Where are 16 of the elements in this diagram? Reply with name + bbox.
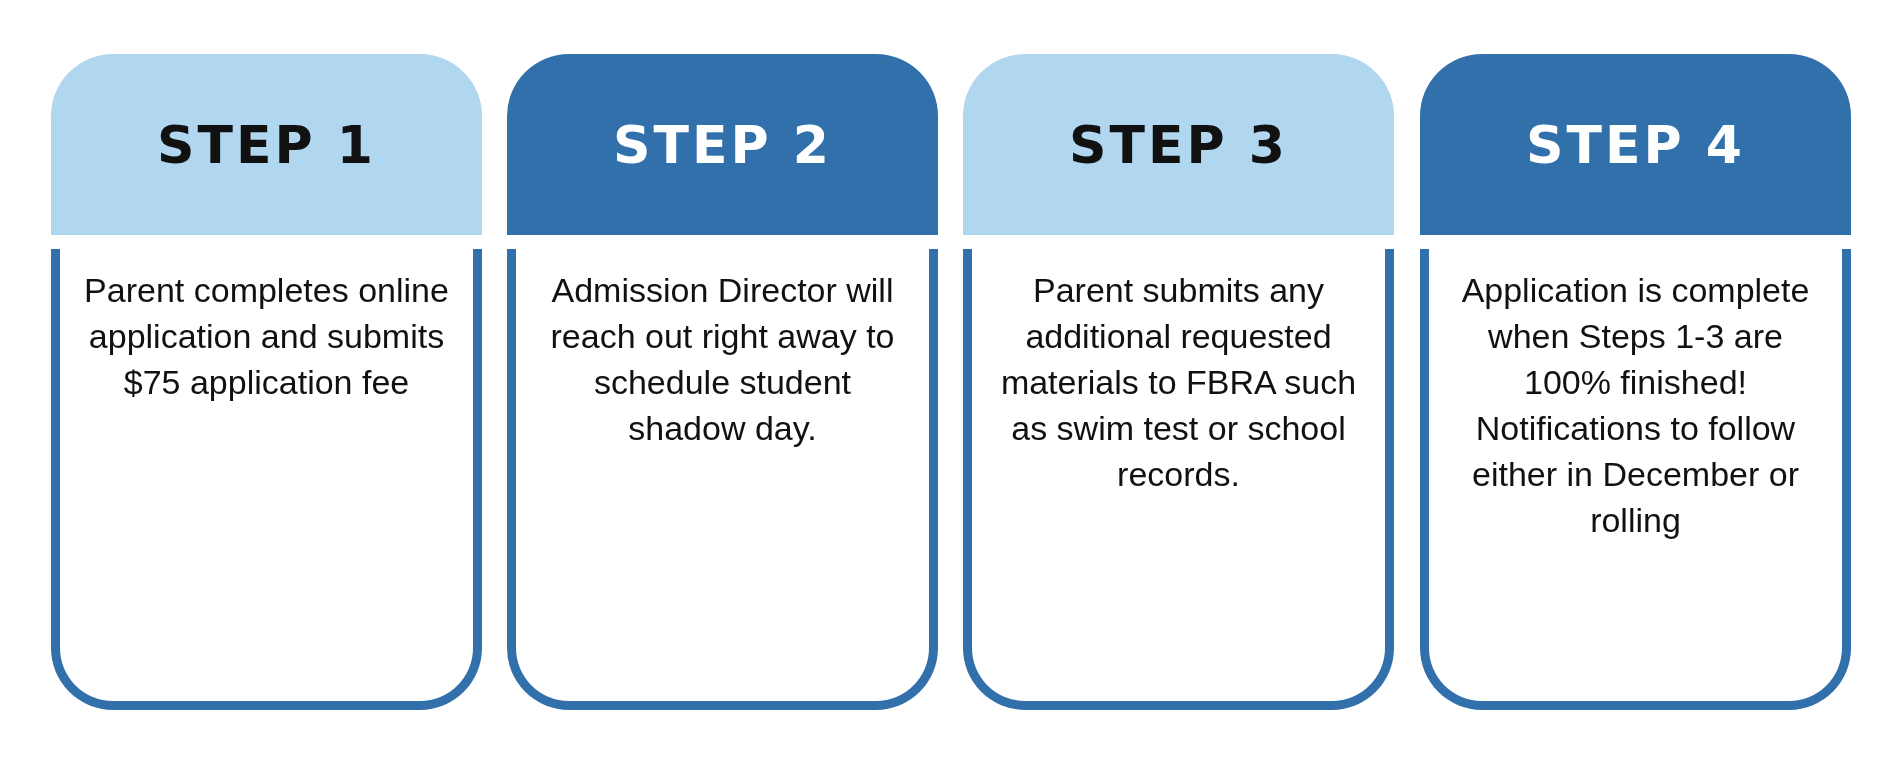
step-title: STEP 1 <box>157 114 376 175</box>
step-card <box>1420 249 1851 710</box>
step-title: STEP 2 <box>613 114 832 175</box>
step-header <box>1420 54 1851 235</box>
step-card <box>51 249 482 710</box>
step-description: Application is complete when Steps 1-3 are 100% finished! Notifications to follow either in December or rolling <box>1460 270 1811 541</box>
step-header <box>963 54 1394 235</box>
step-header <box>51 54 482 235</box>
step-description: Parent submits any additional requested materials to FBRA such as swim test or school records. <box>999 270 1358 495</box>
step-description: Parent completes online application and submits $75 application fee <box>83 270 450 403</box>
step-card <box>963 249 1394 710</box>
step-description: Admission Director will reach out right away to schedule student shadow day. <box>549 270 896 449</box>
step-title: STEP 3 <box>1069 114 1288 175</box>
step-header <box>507 54 938 235</box>
step-card <box>507 249 938 710</box>
step-title: STEP 4 <box>1526 114 1745 175</box>
